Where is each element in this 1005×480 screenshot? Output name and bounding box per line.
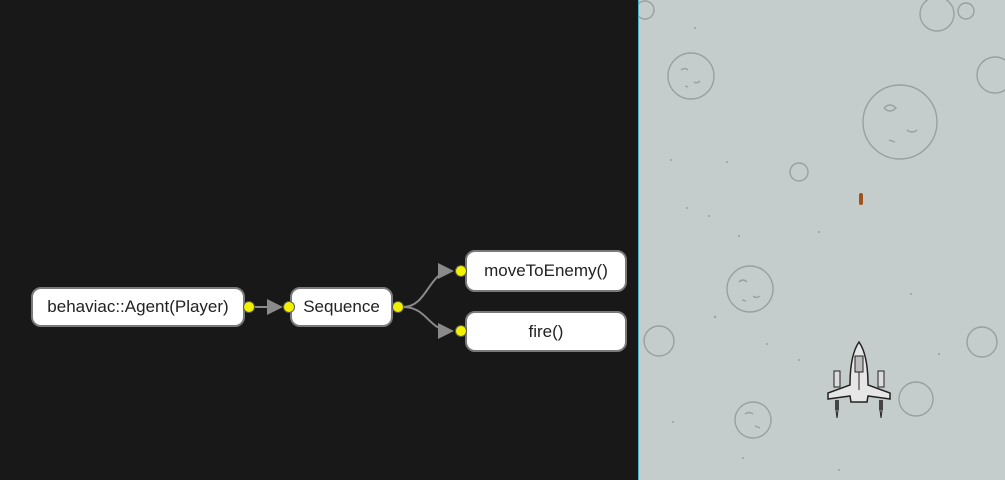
game-viewport [639, 0, 1005, 480]
asteroid-icon [734, 401, 772, 439]
asteroid-icon [789, 162, 809, 182]
fire-node[interactable]: fire() [465, 311, 627, 352]
agent-node[interactable]: behaviac::Agent(Player) [31, 287, 245, 327]
fire-label: fire() [528, 321, 564, 341]
asteroid-icon [919, 0, 955, 32]
asteroid-icon [862, 84, 938, 160]
move-to-enemy-node[interactable]: moveToEnemy() [465, 250, 627, 292]
asteroid-icon [643, 325, 675, 357]
asteroid-icon [957, 2, 975, 20]
agent-node-label: behaviac::Agent(Player) [47, 297, 229, 316]
asteroid-icon [976, 56, 1005, 94]
sequence-input-port[interactable] [283, 301, 295, 313]
tree-edges [255, 263, 454, 339]
move-to-enemy-label: moveToEnemy() [484, 261, 608, 280]
fire-input-port[interactable] [455, 325, 467, 337]
bullet-icon [859, 193, 863, 205]
agent-output-port[interactable] [243, 301, 255, 313]
spaceship-icon [827, 340, 891, 419]
asteroid-icon [726, 265, 774, 313]
behavior-tree-panel: behaviac::Agent(Player) Sequence moveToE… [31, 250, 627, 352]
game-scene [639, 0, 1005, 471]
sequence-output-port[interactable] [392, 301, 404, 313]
asteroid-icon [667, 52, 715, 100]
move-to-enemy-input-port[interactable] [455, 265, 467, 277]
asteroid-icon [966, 326, 998, 358]
edge-sequence-to-fire [402, 306, 454, 339]
sequence-node[interactable]: Sequence [290, 287, 393, 327]
sequence-node-label: Sequence [303, 297, 380, 316]
edge-sequence-to-move [402, 263, 454, 308]
asteroid-icon [898, 381, 934, 417]
asteroid-icon [639, 0, 655, 20]
panel-divider [638, 0, 639, 480]
